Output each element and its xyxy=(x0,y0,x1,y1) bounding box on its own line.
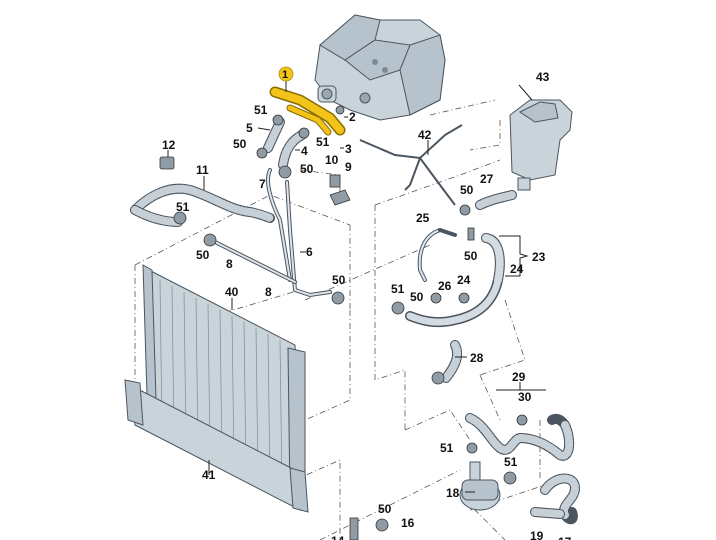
pipe-8[interactable] xyxy=(213,240,297,284)
part-1-badge[interactable] xyxy=(278,66,294,82)
hose-11[interactable] xyxy=(130,183,275,227)
label-24[interactable]: 24 xyxy=(457,273,471,287)
label-51-hose4[interactable]: 51 xyxy=(316,135,330,149)
leader-lines xyxy=(167,80,546,493)
label-25[interactable]: 25 xyxy=(416,211,430,225)
label-12[interactable]: 12 xyxy=(162,138,176,152)
label-50-pipe6[interactable]: 50 xyxy=(300,162,314,176)
label-16[interactable]: 16 xyxy=(401,516,415,530)
label-50-tank[interactable]: 50 xyxy=(460,183,474,197)
pipe-42[interactable] xyxy=(359,124,463,206)
label-50-engine[interactable]: 50 xyxy=(233,137,247,151)
pipe-6[interactable] xyxy=(266,168,332,298)
label-50-hose11[interactable]: 50 xyxy=(196,248,210,262)
label-11[interactable]: 11 xyxy=(196,163,209,177)
engine-block xyxy=(314,14,446,121)
label-8-upper[interactable]: 8 xyxy=(226,257,233,271)
label-17[interactable]: 17 xyxy=(558,535,572,540)
label-30[interactable]: 30 xyxy=(518,390,532,404)
label-9[interactable]: 9 xyxy=(345,160,352,174)
part-43-expansion-tank[interactable] xyxy=(509,99,573,191)
label-5[interactable]: 5 xyxy=(246,121,253,135)
label-50-radiator[interactable]: 50 xyxy=(332,273,346,287)
label-2[interactable]: 2 xyxy=(349,110,356,124)
pipe-25[interactable] xyxy=(417,228,457,282)
hose-5[interactable] xyxy=(263,117,285,153)
label-7[interactable]: 7 xyxy=(259,177,266,191)
label-51-hose11[interactable]: 51 xyxy=(176,200,190,214)
label-40[interactable]: 40 xyxy=(225,285,239,299)
label-50-bottom[interactable]: 50 xyxy=(378,502,392,516)
hose-28[interactable] xyxy=(441,340,463,383)
label-50-hose25[interactable]: 50 xyxy=(464,249,478,263)
hose-24[interactable] xyxy=(405,233,505,328)
label-10[interactable]: 10 xyxy=(325,153,339,167)
label-41[interactable]: 41 xyxy=(202,468,216,482)
label-51-hose29[interactable]: 51 xyxy=(504,455,518,469)
label-23[interactable]: 23 xyxy=(532,250,546,264)
label-4[interactable]: 4 xyxy=(301,144,308,158)
part-41-cooler[interactable] xyxy=(124,379,309,513)
label-26[interactable]: 26 xyxy=(438,279,452,293)
label-51-hose24[interactable]: 51 xyxy=(391,282,405,296)
label-6[interactable]: 6 xyxy=(306,245,313,259)
callout-labels: 1 2 3 4 5 6 7 8 8 9 10 11 12 14 16 17 18… xyxy=(162,66,572,540)
label-43[interactable]: 43 xyxy=(536,70,550,84)
label-29[interactable]: 29 xyxy=(512,370,526,384)
label-42[interactable]: 42 xyxy=(418,128,432,142)
part-12-clamp xyxy=(159,156,175,170)
clamps xyxy=(159,105,528,540)
hose-27[interactable] xyxy=(475,190,517,210)
label-24-bracket[interactable]: 24 xyxy=(510,262,524,276)
label-8-lower[interactable]: 8 xyxy=(265,285,272,299)
hose-4[interactable] xyxy=(278,130,307,170)
label-28[interactable]: 28 xyxy=(470,351,484,365)
label-50-hose24[interactable]: 50 xyxy=(410,290,424,304)
label-3[interactable]: 3 xyxy=(345,142,352,156)
label-18[interactable]: 18 xyxy=(446,486,460,500)
label-19[interactable]: 19 xyxy=(530,529,544,540)
part-18-coolant-pump[interactable] xyxy=(459,461,501,511)
part-1-coolant-pipe[interactable] xyxy=(269,86,346,136)
hose-29[interactable] xyxy=(465,413,575,461)
hose-17[interactable] xyxy=(530,473,580,525)
label-1[interactable]: 1 xyxy=(282,69,288,81)
label-27[interactable]: 27 xyxy=(480,172,494,186)
label-14[interactable]: 14 xyxy=(331,534,345,540)
label-51-pipe1[interactable]: 51 xyxy=(254,103,268,117)
label-51-pump[interactable]: 51 xyxy=(440,441,454,455)
